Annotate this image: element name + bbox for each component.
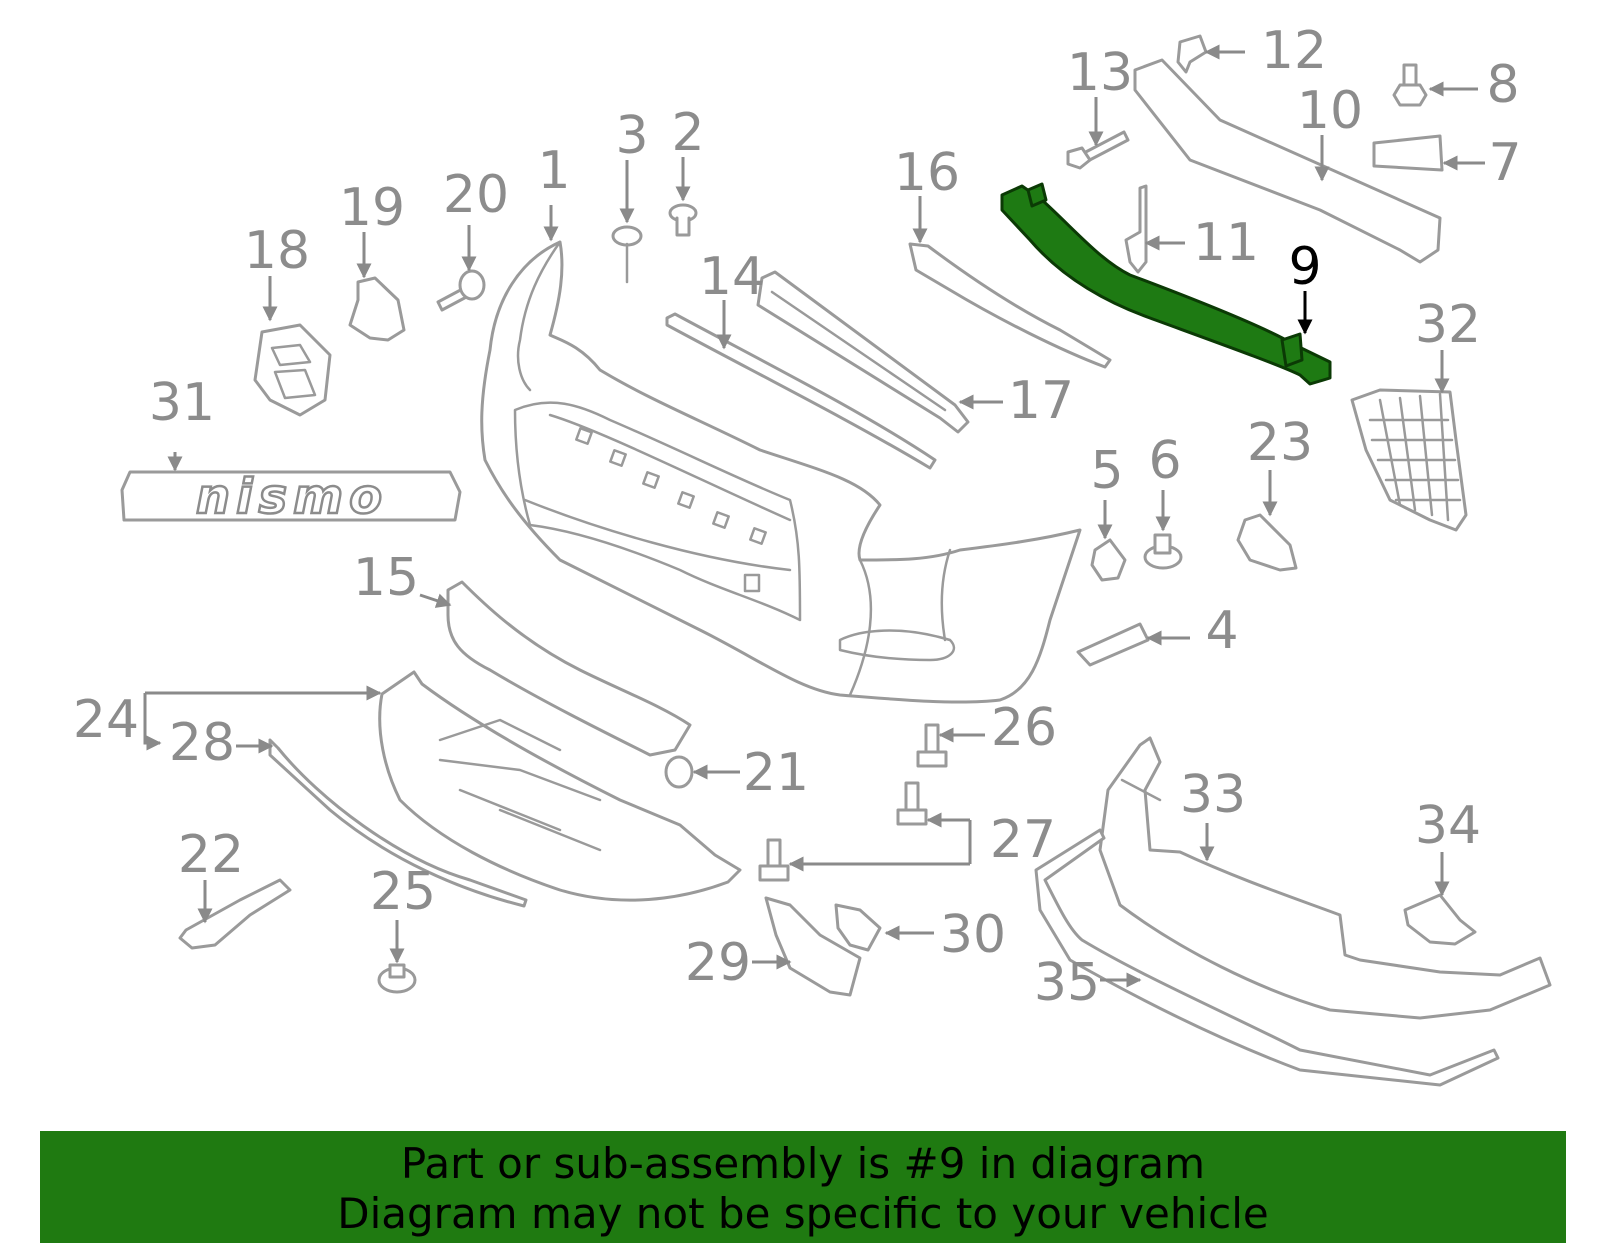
- part-11-bracket: [1124, 184, 1148, 274]
- part-28-seal: [268, 738, 528, 908]
- label-7: 7: [1488, 133, 1521, 193]
- nismo-emblem-text: nismo: [196, 469, 388, 525]
- leader-arrows: [143, 44, 1485, 988]
- part-17-grille: [756, 270, 970, 434]
- label-16: 16: [894, 143, 960, 203]
- callout-labels: 1 2 3 4 5 6 7 8 9 10 11 12 13 14 15 16 1…: [73, 21, 1522, 1013]
- label-30: 30: [940, 905, 1006, 965]
- part-24-undercover: [378, 670, 742, 902]
- label-15: 15: [353, 548, 419, 608]
- part-19-bracket: [348, 276, 406, 342]
- part-6-grommet: [1143, 533, 1183, 570]
- label-13: 13: [1067, 43, 1133, 103]
- info-banner: Part or sub-assembly is #9 in diagram Di…: [40, 1131, 1566, 1243]
- part-25-clip: [377, 963, 417, 994]
- part-30-deflector: [834, 903, 882, 952]
- label-29: 29: [685, 933, 751, 993]
- part-29-deflector: [764, 896, 862, 997]
- label-22: 22: [178, 825, 244, 885]
- label-23: 23: [1247, 413, 1313, 473]
- part-22-bracket: [178, 878, 292, 950]
- part-2-clip: [668, 203, 698, 237]
- part-18-gtr-emblem: [253, 323, 332, 417]
- part-21-plug: [664, 755, 694, 789]
- label-33: 33: [1180, 765, 1246, 825]
- part-14-seal-strip: [665, 312, 937, 470]
- label-26: 26: [991, 698, 1057, 758]
- banner-line-2: Diagram may not be specific to your vehi…: [337, 1189, 1269, 1238]
- banner-line-1: Part or sub-assembly is #9 in diagram: [400, 1139, 1206, 1188]
- label-8: 8: [1486, 55, 1519, 115]
- label-10: 10: [1297, 81, 1363, 141]
- label-34: 34: [1415, 796, 1481, 856]
- part-26-bolt: [916, 723, 948, 768]
- part-10-absorber: [1133, 58, 1442, 264]
- label-31: 31: [149, 373, 215, 433]
- label-28: 28: [169, 713, 235, 773]
- label-4: 4: [1205, 601, 1238, 661]
- part-31-nismo-emblem: nismo: [120, 468, 462, 526]
- label-17: 17: [1008, 371, 1074, 431]
- label-11: 11: [1193, 213, 1259, 273]
- part-7-bracket: [1372, 134, 1444, 172]
- part-3-push-pin: [611, 225, 643, 284]
- part-13-bolt: [1066, 130, 1130, 170]
- part-33-lip-panel: [1098, 736, 1552, 1020]
- label-35: 35: [1034, 953, 1100, 1013]
- label-1: 1: [537, 141, 570, 201]
- part-32-mesh-grille: [1350, 388, 1468, 532]
- part-20-bolt: [436, 269, 486, 312]
- part-5-retainer: [1090, 538, 1127, 582]
- label-3: 3: [615, 106, 648, 166]
- label-14: 14: [699, 247, 765, 307]
- label-25: 25: [370, 862, 436, 922]
- part-16-bracket-strip: [908, 242, 1112, 369]
- label-5: 5: [1090, 441, 1123, 501]
- label-32: 32: [1415, 295, 1481, 355]
- label-9: 9: [1288, 237, 1321, 297]
- label-24: 24: [73, 690, 139, 750]
- label-20: 20: [443, 165, 509, 225]
- part-35-spoiler: [1034, 828, 1500, 1087]
- part-23-bracket: [1236, 513, 1298, 572]
- label-18: 18: [244, 221, 310, 281]
- label-6: 6: [1148, 431, 1181, 491]
- part-8-nut: [1392, 63, 1428, 107]
- part-1-bumper-cover: [480, 240, 1082, 704]
- part-34-clip: [1403, 893, 1477, 946]
- label-2: 2: [671, 103, 704, 163]
- label-12: 12: [1261, 21, 1327, 81]
- label-19: 19: [339, 178, 405, 238]
- part-12-clip: [1176, 34, 1208, 74]
- part-15-lower-lip: [446, 580, 692, 757]
- part-4-bracket: [1076, 622, 1150, 667]
- part-27-bolts: [758, 781, 928, 882]
- label-27: 27: [990, 810, 1056, 870]
- label-21: 21: [743, 743, 809, 803]
- part-9-reinforcement-highlighted: [1000, 182, 1332, 386]
